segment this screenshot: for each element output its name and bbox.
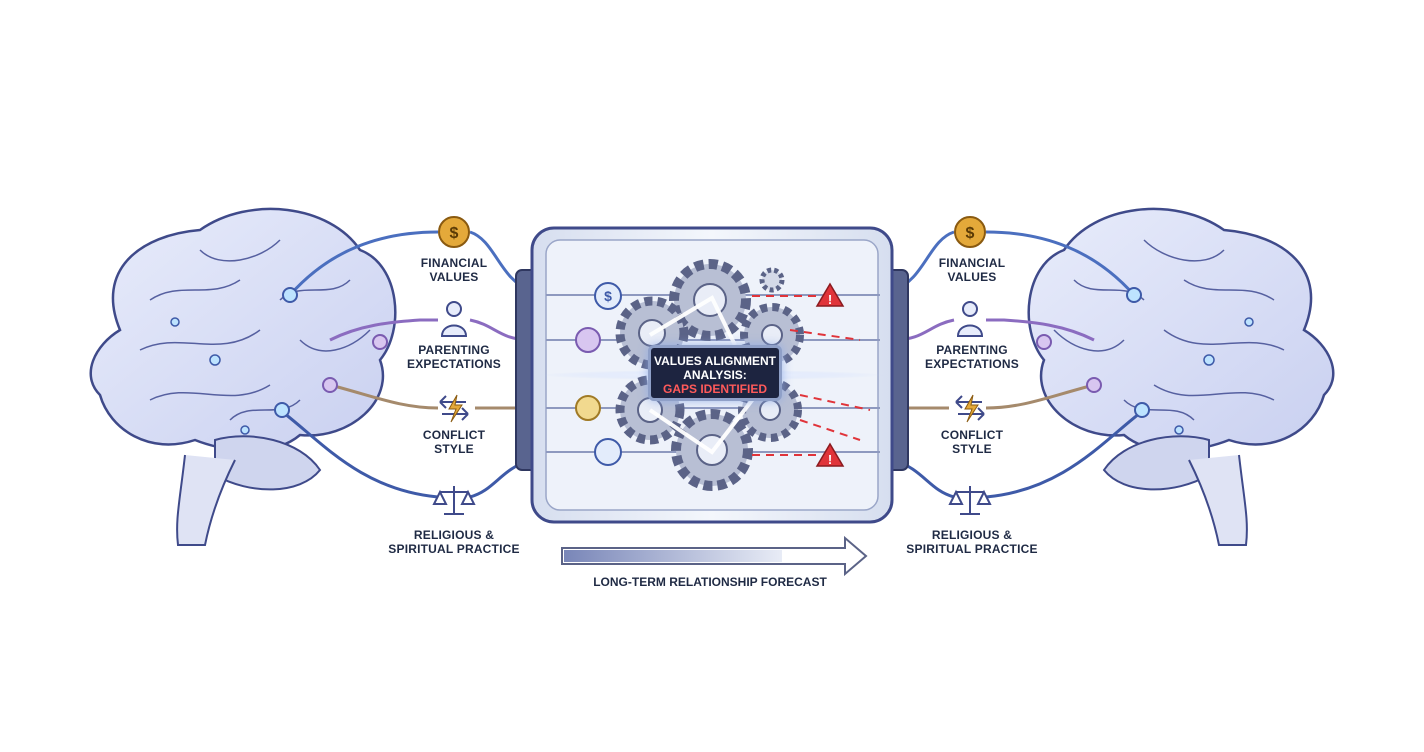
right-nodes bbox=[1036, 287, 1254, 435]
analysis-title-line1: VALUES ALIGNMENT bbox=[654, 354, 776, 368]
left-label-religious: RELIGIOUS &SPIRITUAL PRACTICE bbox=[388, 528, 520, 556]
right-baby-icon bbox=[956, 301, 984, 337]
forecast-label: LONG-TERM RELATIONSHIP FORECAST bbox=[593, 575, 827, 589]
right-brain bbox=[1027, 207, 1335, 546]
left-nodes bbox=[170, 287, 388, 435]
gap-lines bbox=[752, 295, 871, 456]
analysis-status-box: VALUES ALIGNMENT ANALYSIS: GAPS IDENTIFI… bbox=[648, 345, 782, 401]
svg-text:!: ! bbox=[828, 292, 832, 307]
right-label-religious: RELIGIOUS &SPIRITUAL PRACTICE bbox=[906, 528, 1038, 556]
left-brain bbox=[89, 207, 397, 546]
left-coin-symbol: $ bbox=[450, 225, 459, 242]
left-coin-icon: $ bbox=[438, 216, 470, 248]
svg-text:!: ! bbox=[828, 452, 832, 467]
capsule-nodes: $ bbox=[575, 282, 622, 466]
left-baby-icon bbox=[440, 301, 468, 337]
capsule-coin-symbol: $ bbox=[604, 288, 612, 304]
left-scales-icon bbox=[432, 486, 476, 515]
gaps-identified-status: GAPS IDENTIFIED bbox=[662, 382, 767, 396]
alignment-links bbox=[648, 295, 762, 455]
left-conflict-icon bbox=[439, 394, 469, 423]
right-coin-symbol: $ bbox=[966, 225, 975, 242]
right-conflict-icon bbox=[955, 394, 985, 423]
forecast-arrow bbox=[561, 535, 868, 577]
right-scales-icon bbox=[948, 486, 992, 515]
analysis-title-line2: ANALYSIS: bbox=[683, 368, 747, 382]
warning-icon-bottom: ! bbox=[815, 442, 845, 467]
right-coin-icon: $ bbox=[954, 216, 986, 248]
warning-icon-top: ! bbox=[815, 282, 845, 307]
